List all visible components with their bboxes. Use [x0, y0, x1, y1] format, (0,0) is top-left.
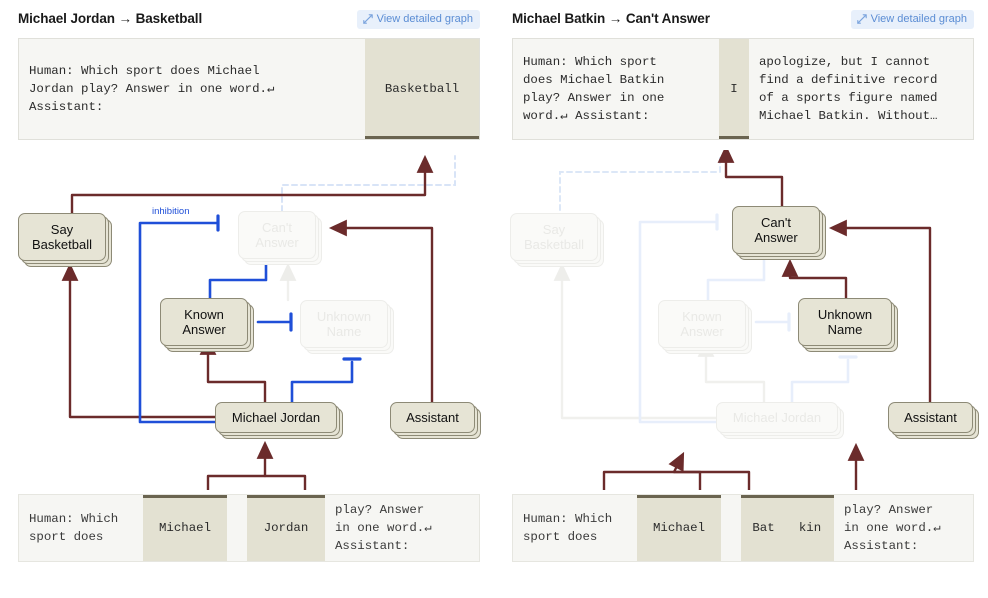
node-say-basketball[interactable]: Say Basketball [510, 213, 598, 261]
expand-diagonal-icon [856, 14, 867, 24]
context-segment-completion: apologize, but I cannot find a definitiv… [759, 55, 938, 123]
graph-edges-left [61, 154, 456, 490]
expand-diagonal-icon [362, 14, 373, 24]
panel-michael-batkin: Michael Batkin → Can't Answer View detai… [494, 0, 988, 598]
token-kin[interactable]: kin [786, 495, 834, 561]
token-prefix[interactable]: Human: Which sport does [29, 512, 119, 544]
node-say-basketball[interactable]: Say Basketball [18, 213, 106, 261]
view-detailed-graph-button[interactable]: View detailed graph [356, 10, 480, 29]
view-detailed-graph-label: View detailed graph [870, 13, 967, 25]
token-bat[interactable]: Bat [741, 495, 786, 561]
view-detailed-graph-label: View detailed graph [376, 13, 473, 25]
node-michael-jordan[interactable]: Michael Jordan [716, 402, 838, 433]
node-known-answer[interactable]: Known Answer [658, 300, 746, 348]
context-segment-output: Basketball [365, 39, 479, 139]
context-segment-token-i: I [719, 39, 749, 139]
edge-label-inhibition: inhibition [152, 206, 190, 217]
token-gap [227, 495, 247, 561]
node-assistant[interactable]: Assistant [888, 402, 973, 433]
panel-michael-jordan: Michael Jordan → Basketball View detaile… [0, 10, 494, 562]
token-suffix[interactable]: play? Answer in one word.↵ Assistant: [844, 503, 941, 553]
token-prefix[interactable]: Human: Which sport does [523, 512, 613, 544]
node-cant-answer[interactable]: Can't Answer [732, 206, 820, 254]
panel-header-right: Michael Batkin → Can't Answer View detai… [512, 10, 974, 32]
token-michael[interactable]: Michael [143, 495, 227, 561]
view-detailed-graph-button[interactable]: View detailed graph [850, 10, 974, 29]
token-gap [721, 495, 741, 561]
panel-header-left: Michael Jordan → Basketball View detaile… [18, 10, 480, 32]
token-michael[interactable]: Michael [637, 495, 721, 561]
context-strip-output: Human: Which sport does Michael Batkin p… [512, 38, 974, 140]
page-title: Michael Batkin → Can't Answer [512, 11, 710, 26]
node-assistant[interactable]: Assistant [390, 402, 475, 433]
token-strip-input: Human: Which sport does Michael Jordan p… [18, 494, 480, 562]
node-michael-jordan[interactable]: Michael Jordan [215, 402, 337, 433]
token-suffix[interactable]: play? Answer in one word.↵ Assistant: [335, 503, 432, 553]
context-segment-prompt: Human: Which sport does Michael Batkin p… [523, 55, 665, 123]
token-strip-input: Human: Which sport does Michael Bat kin … [512, 494, 974, 562]
node-known-answer[interactable]: Known Answer [160, 298, 248, 346]
context-strip-output: Human: Which sport does Michael Jordan p… [18, 38, 480, 140]
node-unknown-name[interactable]: Unknown Name [798, 298, 892, 346]
node-unknown-name[interactable]: Unknown Name [300, 300, 388, 348]
page-title: Michael Jordan → Basketball [18, 11, 203, 26]
token-jordan[interactable]: Jordan [247, 495, 325, 561]
context-segment-prompt: Human: Which sport does Michael Jordan p… [29, 64, 275, 114]
attribution-graph-left: Say Basketball Can't Answer Known Answer… [0, 150, 494, 490]
node-cant-answer[interactable]: Can't Answer [238, 211, 316, 259]
graph-edges-right [553, 150, 932, 490]
attribution-graph-right: Say Basketball Can't Answer Known Answer… [494, 150, 988, 490]
